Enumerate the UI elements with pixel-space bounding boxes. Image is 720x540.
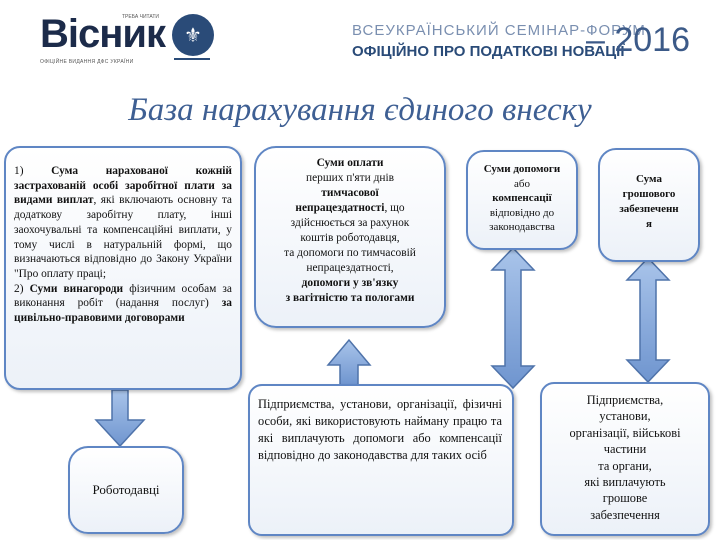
box-money-allowance: Сума грошового забезпеченн я xyxy=(598,148,700,262)
logo-tagline-bottom: ОФІЦІЙНЕ ВИДАННЯ ДФС УКРАЇНИ xyxy=(40,59,134,65)
logo-wordmark: Вісник xyxy=(40,12,166,56)
aid-line-3: компенсації xyxy=(492,192,552,204)
aid-line-2: або xyxy=(514,177,530,190)
military-line-2: установи, xyxy=(599,409,651,424)
box-enterprises: Підприємства, установи, організації, фіз… xyxy=(248,384,514,536)
item-1-bold: Сума нарахованої кожній застрахованій ос… xyxy=(14,165,232,207)
aid-line-5: законодавства xyxy=(489,221,555,233)
box-sick-pay: Суми оплати перших п'яти днів тимчасової… xyxy=(254,146,446,328)
sick-line-10: з вагітністю та пологами xyxy=(285,292,415,304)
military-line-5: та органи, xyxy=(598,458,652,473)
sick-line-8: непрацездатності, xyxy=(306,262,394,274)
employers-label: Роботодавці xyxy=(92,482,160,497)
sick-line-7: та допомоги по тимчасовій xyxy=(284,247,416,259)
military-line-4: частини xyxy=(603,442,647,457)
item-2-number: 2) xyxy=(14,282,30,295)
salary-base-text: 1) Сума нарахованої кожній застрахованій… xyxy=(14,164,232,326)
sick-line-5: здійснюється за рахунок xyxy=(290,217,410,229)
box-aid-compensation: Суми допомоги або компенсації відповідно… xyxy=(466,150,578,250)
item-2-bold: Суми винагороди xyxy=(29,282,124,295)
trident-emblem-icon: ⚜ xyxy=(172,14,214,56)
forum-title-line1: ВСЕУКРАЇНСЬКИЙ СЕМІНАР-ФОРУМ xyxy=(352,22,646,39)
sick-line-4-rest: , що xyxy=(384,202,405,214)
sick-line-6: коштів роботодавця, xyxy=(300,232,400,244)
money-line-2: грошового xyxy=(622,188,676,200)
item-1-number: 1) xyxy=(14,165,52,177)
money-line-1: Сума xyxy=(636,173,662,185)
forum-title-line2: ОФІЦІЙНО ПРО ПОДАТКОВІ НОВАЦІЇ xyxy=(352,43,625,60)
aid-text: Суми допомоги або компенсації відповідно… xyxy=(472,162,572,235)
military-line-6: які виплачують xyxy=(584,475,666,490)
slide-title: База нарахування єдиного внеску xyxy=(128,92,592,128)
enterprises-text: Підприємства, установи, організації, фіз… xyxy=(258,397,502,462)
sick-line-2: перших п'яти днів xyxy=(306,172,394,184)
aid-line-4: відповідно до xyxy=(489,206,555,219)
item-2-rest: фізичним особам за виконання робіт (нада… xyxy=(14,282,232,310)
military-line-3: організації, військові xyxy=(569,425,681,440)
sick-pay-text: Суми оплати перших п'яти днів тимчасової… xyxy=(260,156,440,306)
arrow-down-employers-icon xyxy=(94,389,146,448)
item-1-rest: , які включають основну та додаткову зар… xyxy=(14,194,232,280)
sick-line-9: допомоги у зв'язку xyxy=(301,277,399,289)
logo-tagline-top: ТРЕБА ЧИТАТИ xyxy=(122,14,160,20)
item-2-bold-end: за цивільно-правовими договорами xyxy=(14,297,232,325)
forum-year: – 2016 xyxy=(586,21,690,59)
military-text: Підприємства, установи, організації, вій… xyxy=(546,392,704,523)
money-line-4: я xyxy=(646,218,652,230)
sick-line-1: Суми оплати xyxy=(316,157,384,169)
box-employers: Роботодавці xyxy=(68,446,184,534)
arrow-double-money-icon xyxy=(625,256,671,384)
military-line-1: Підприємства, xyxy=(586,393,664,407)
sick-line-3: тимчасової xyxy=(321,187,379,199)
arrow-double-aid-icon xyxy=(490,246,536,390)
military-line-8: забезпечення xyxy=(590,507,660,522)
sick-line-4: непрацездатності xyxy=(295,202,385,214)
aid-line-1: Суми допомоги xyxy=(483,163,561,175)
arrow-up-sick-icon xyxy=(326,338,372,386)
military-line-7: грошове xyxy=(602,491,648,506)
money-line-3: забезпеченн xyxy=(619,203,679,215)
money-text: Сума грошового забезпеченн я xyxy=(604,172,694,232)
box-salary-base: 1) Сума нарахованої кожній застрахованій… xyxy=(4,146,242,390)
emblem-underline xyxy=(174,58,210,60)
box-military: Підприємства, установи, організації, вій… xyxy=(540,382,710,536)
